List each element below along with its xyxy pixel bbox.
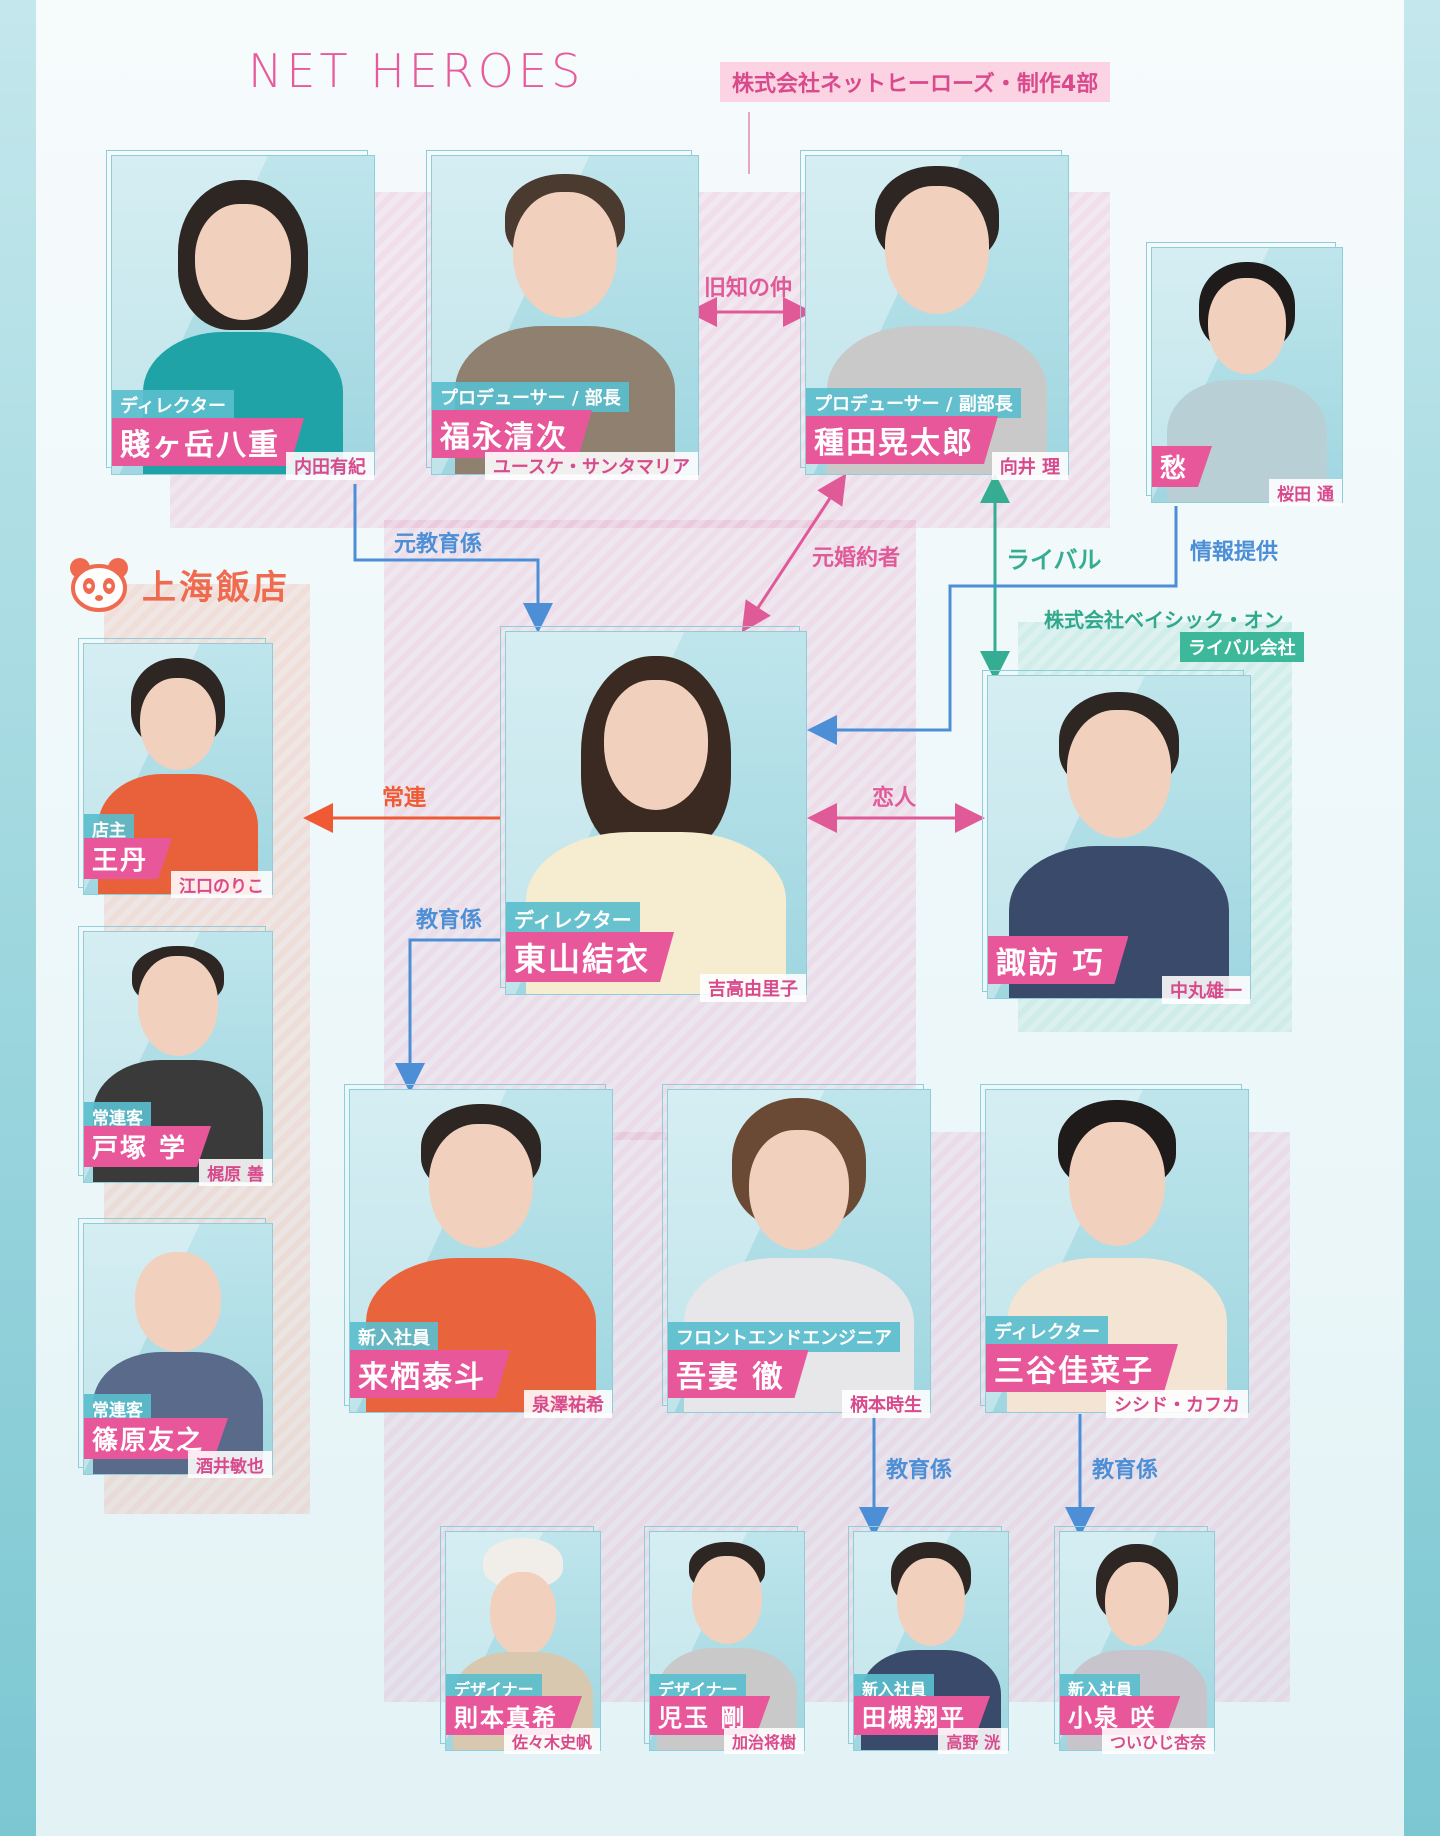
card-koizumi: 新入社員 小泉 咲 ついひじ杏奈 xyxy=(1054,1526,1214,1754)
rival-company-tag: ライバル会社 xyxy=(1180,632,1304,662)
actor-mitani: シシド・カフカ xyxy=(1106,1390,1248,1418)
card-mitani: ディレクター 三谷佳菜子 シシド・カフカ xyxy=(980,1084,1248,1418)
card-totsuka: 常連客 戸塚 学 梶原 善 xyxy=(78,926,272,1186)
name-mitani: 三谷佳菜子 xyxy=(986,1344,1178,1392)
card-urei: 愁 桜田 通 xyxy=(1146,242,1342,506)
name-taneda: 種田晃太郎 xyxy=(806,416,998,464)
role-agatsuma: フロントエンドエンジニア xyxy=(668,1322,900,1352)
label-lover: 恋人 xyxy=(872,786,917,811)
name-shizugatake: 賤ヶ岳八重 xyxy=(112,418,304,466)
label-regular: 常連 xyxy=(382,786,427,811)
actor-koizumi: ついひじ杏奈 xyxy=(1101,1728,1214,1754)
card-norimoto: デザイナー 則本真希 佐々木史帆 xyxy=(440,1526,600,1754)
actor-kisu: 泉澤祐希 xyxy=(524,1390,612,1418)
card-suwa: 諏訪 巧 中丸雄一 xyxy=(982,670,1250,1004)
panda-icon xyxy=(70,558,128,612)
name-kodama: 児玉 剛 xyxy=(650,1696,770,1735)
name-kisu: 来栖泰斗 xyxy=(350,1350,510,1398)
photo-urei xyxy=(1152,248,1342,502)
card-fukunaga: プロデューサー / 部長 福永清次 ユースケ・サンタマリア xyxy=(426,150,698,480)
card-higashiyama: ディレクター 東山結衣 吉高由里子 xyxy=(500,626,806,1002)
netheroes-logo: NET HEROES xyxy=(248,44,585,98)
label-rival: ライバル xyxy=(1006,546,1102,574)
actor-suwa: 中丸雄一 xyxy=(1162,976,1250,1004)
role-shizugatake: ディレクター xyxy=(112,390,235,420)
role-kisu: 新入社員 xyxy=(350,1322,438,1352)
actor-kodama: 加治将樹 xyxy=(723,1728,804,1754)
label-former-mentor: 元教育係 xyxy=(394,532,483,557)
actor-urei: 桜田 通 xyxy=(1269,479,1342,506)
company-label: 株式会社ネットヒーローズ・制作4部 xyxy=(720,62,1111,102)
shanghai-restaurant-title: 上海飯店 xyxy=(68,556,290,612)
header-connector xyxy=(748,112,750,174)
line-mentor1 xyxy=(395,938,500,1093)
card-agatsuma: フロントエンドエンジニア 吾妻 徹 柄本時生 xyxy=(662,1084,930,1418)
role-higashiyama: ディレクター xyxy=(506,902,640,935)
background-edge-left xyxy=(0,0,36,1836)
actor-fukunaga: ユースケ・サンタマリア xyxy=(484,452,698,480)
card-tatsuki: 新入社員 田槻翔平 高野 洸 xyxy=(848,1526,1008,1754)
card-taneda: プロデューサー / 副部長 種田晃太郎 向井 理 xyxy=(800,150,1068,480)
name-suwa: 諏訪 巧 xyxy=(988,936,1128,984)
card-shinohara: 常連客 篠原友之 酒井敏也 xyxy=(78,1218,272,1478)
label-mentor-3: 教育係 xyxy=(1092,1458,1159,1483)
actor-higashiyama: 吉高由里子 xyxy=(700,974,806,1002)
label-ex-fiance: 元婚約者 xyxy=(812,546,901,571)
card-wang: 店主 王丹 江口のりこ xyxy=(78,638,272,898)
actor-tatsuki: 高野 洸 xyxy=(938,1728,1008,1754)
actor-shinohara: 酒井敏也 xyxy=(188,1451,272,1478)
name-totsuka: 戸塚 学 xyxy=(84,1126,211,1167)
line-ex-fiance xyxy=(741,473,847,633)
label-old-friends: 旧知の仲 xyxy=(704,276,793,301)
store-name: 上海飯店 xyxy=(142,567,290,608)
label-mentor-2: 教育係 xyxy=(886,1458,953,1483)
role-mitani: ディレクター xyxy=(986,1316,1109,1346)
label-mentor-1: 教育係 xyxy=(416,908,483,933)
role-taneda: プロデューサー / 副部長 xyxy=(806,388,1021,418)
line-info xyxy=(807,506,1178,745)
role-fukunaga: プロデューサー / 部長 xyxy=(432,382,629,412)
name-agatsuma: 吾妻 徹 xyxy=(668,1350,808,1398)
card-kodama: デザイナー 児玉 剛 加治将樹 xyxy=(644,1526,804,1754)
card-kisu: 新入社員 来栖泰斗 泉澤祐希 xyxy=(344,1084,612,1418)
background-edge-right xyxy=(1404,0,1440,1836)
name-tatsuki: 田槻翔平 xyxy=(854,1696,990,1735)
label-info: 情報提供 xyxy=(1190,540,1279,565)
actor-agatsuma: 柄本時生 xyxy=(842,1390,930,1418)
actor-totsuka: 梶原 善 xyxy=(199,1159,272,1186)
name-wang: 王丹 xyxy=(84,838,172,879)
card-shizugatake: ディレクター 賤ヶ岳八重 内田有紀 xyxy=(106,150,374,480)
rival-company-name: 株式会社ベイシック・オン xyxy=(1044,608,1284,632)
actor-shizugatake: 内田有紀 xyxy=(286,452,374,480)
line-former-mentor xyxy=(353,484,553,633)
actor-norimoto: 佐々木史帆 xyxy=(503,1728,600,1754)
name-higashiyama: 東山結衣 xyxy=(506,932,674,982)
actor-taneda: 向井 理 xyxy=(991,452,1068,480)
name-fukunaga: 福永清次 xyxy=(432,410,592,458)
actor-wang: 江口のりこ xyxy=(171,871,272,898)
